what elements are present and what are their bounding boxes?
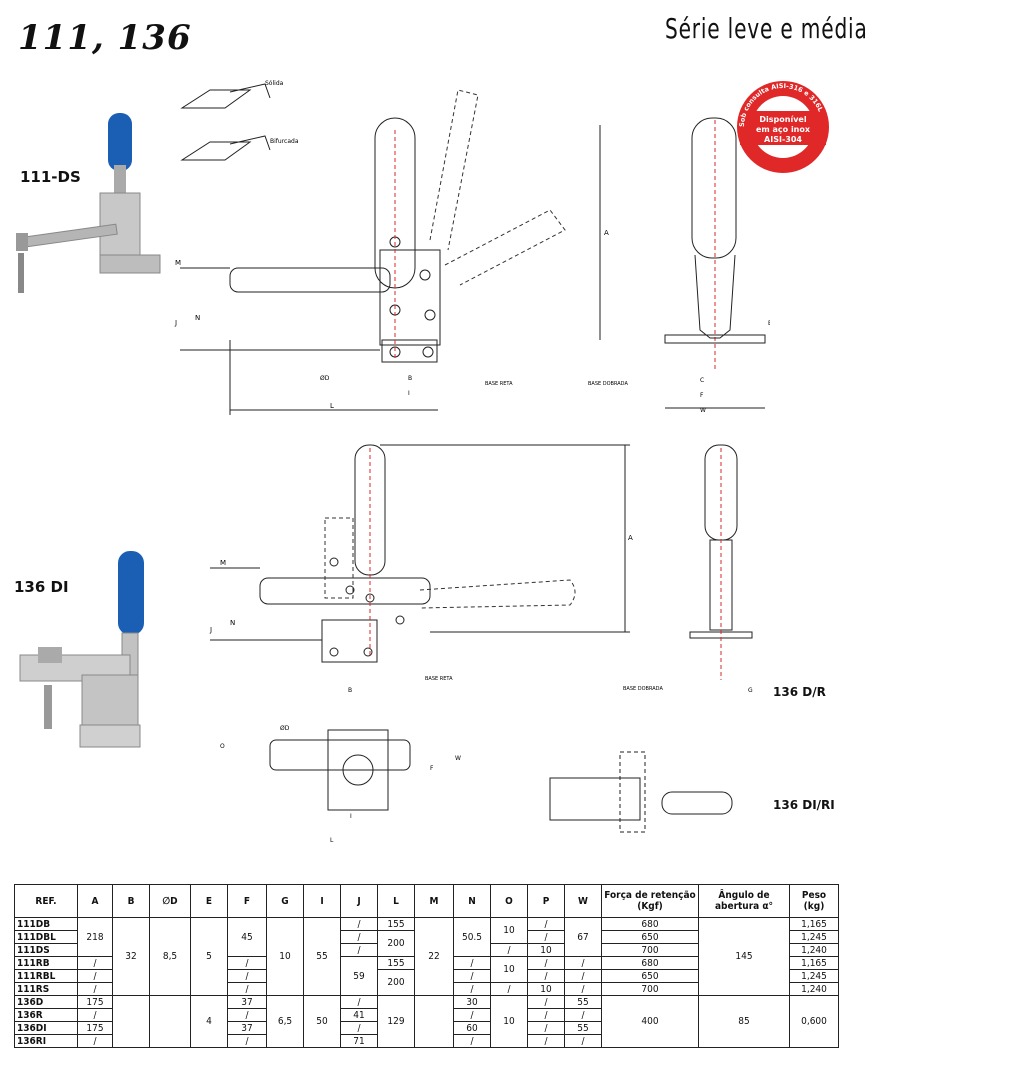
col-o: O — [490, 884, 528, 918]
product-label-111ds: 111-DS — [20, 168, 81, 186]
col-angulo: Ângulo de abertura α° — [698, 884, 790, 918]
dim-O-label-136: O — [220, 743, 225, 750]
col-l: L — [377, 884, 415, 918]
col-b: B — [112, 884, 150, 918]
dim-B-label-136: B — [348, 687, 352, 694]
table-row: 111DB 218 32 8,5 5 45 10 55 / 155 22 50.… — [14, 917, 839, 996]
dim-A-label: A — [604, 229, 609, 237]
col-f: F — [227, 884, 267, 918]
base-reta-label: BASE RETA — [485, 381, 513, 387]
dim-F-label: F — [700, 392, 704, 399]
dim-J-label-136: J — [209, 626, 212, 634]
dim-W-label-136: W — [455, 755, 461, 762]
dim-C-label: C — [700, 377, 704, 384]
page-title: 111, 136 — [18, 18, 192, 58]
dim-D-label-136: ØD — [280, 725, 290, 732]
col-i: I — [303, 884, 341, 918]
col-w: W — [564, 884, 602, 918]
table-row: 136RI / / 71 / / / — [14, 1034, 839, 1048]
col-peso: Peso (kg) — [789, 884, 839, 918]
dim-J-label: J — [174, 319, 177, 327]
dim-F-label-136: F — [430, 765, 434, 772]
dim-W-label: W — [700, 407, 706, 414]
col-d: ∅D — [149, 884, 191, 918]
product-photo-111ds — [16, 113, 161, 293]
col-j: J — [340, 884, 378, 918]
dim-L-label: L — [330, 402, 334, 410]
badge-line-2: em aço inox — [756, 125, 811, 134]
product-label-136di: 136 DI — [14, 578, 69, 596]
col-e: E — [190, 884, 228, 918]
dim-M-label-136: M — [220, 559, 226, 567]
stainless-badge: Disponível em aço inox AISI-304 Sob cons… — [737, 81, 829, 173]
col-ref: REF. — [14, 884, 78, 918]
table-row: 111RS / / / / 10 / 700 1,240 — [14, 982, 839, 996]
dim-I-label-136: I — [350, 813, 352, 820]
dim-M-label: M — [175, 259, 181, 267]
specs-table: REF. A B ∅D E F G I J L M N O P W Força … — [14, 884, 839, 1048]
badge-line-3: AISI-304 — [764, 135, 802, 144]
badge-line-1: Disponível — [759, 115, 806, 124]
col-forca: Força de retenção (Kgf) — [601, 884, 699, 918]
dim-G-label-136: G — [748, 687, 753, 694]
base-dobrada-label-136: BASE DOBRADA — [623, 686, 663, 692]
dim-N-label-136: N — [230, 619, 235, 627]
view-label-136diri: 136 DI/RI — [773, 798, 835, 812]
table-header-row: REF. A B ∅D E F G I J L M N O P W Força … — [14, 884, 839, 918]
dim-A-label-136: A — [628, 534, 633, 542]
drawing-136-side: M N J A B BASE RETA BASE DOBRADA G E O Ø… — [209, 444, 753, 844]
col-g: G — [266, 884, 304, 918]
col-a: A — [77, 884, 113, 918]
product-photo-136di — [19, 551, 144, 748]
col-p: P — [527, 884, 565, 918]
dim-D-label: ØD — [320, 375, 330, 382]
table-row: 111RBL / / 200 / / / 650 1,245 — [14, 969, 839, 996]
drawing-111-side: M N J L A Sólida Bifurcada ØD B I BASE R… — [174, 80, 770, 415]
col-m: M — [414, 884, 454, 918]
dim-E-label: E — [768, 320, 770, 327]
base-dobrada-label: BASE DOBRADA — [588, 381, 628, 387]
dim-I-label: I — [408, 390, 410, 397]
table-row: 136D 175 4 37 6,5 50 / 129 30 10 / 55 40… — [14, 995, 839, 1048]
dim-L-label-136: L — [330, 837, 334, 844]
dim-N-label: N — [195, 314, 200, 322]
col-n: N — [453, 884, 491, 918]
dim-B-label: B — [408, 375, 412, 382]
base-reta-label-136: BASE RETA — [425, 676, 453, 682]
view-label-136dr: 136 D/R — [773, 685, 826, 699]
page-subtitle: Série leve e média — [665, 12, 868, 45]
solida-label: Sólida — [265, 80, 284, 87]
bifurcada-label: Bifurcada — [270, 138, 299, 145]
table-row: 136DI 175 37 / 60 / 55 — [14, 1021, 839, 1035]
